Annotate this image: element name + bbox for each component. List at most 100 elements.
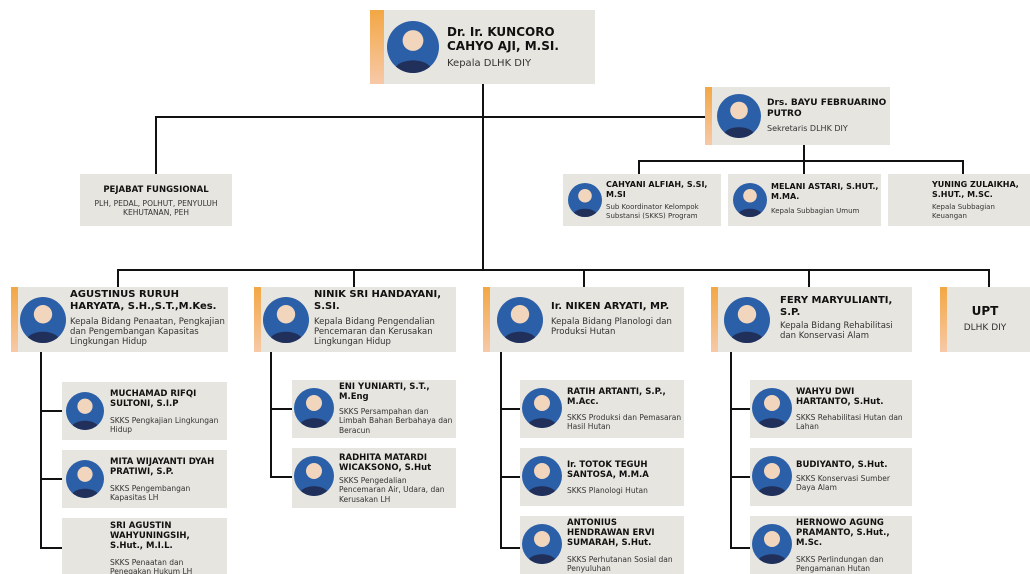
connector-line xyxy=(117,269,989,271)
staff-card: Ir. TOTOK TEGUH SANTOSA, M.M.A SKKS Plan… xyxy=(520,448,684,506)
staff-card: WAHYU DWI HARTANTO, S.Hut. SKKS Rehabili… xyxy=(750,380,912,438)
staff-card: RADHITA MATARDI WICAKSONO, S.Hut SKKS Pe… xyxy=(292,448,456,508)
connector-line xyxy=(638,160,964,162)
upt-title: UPT xyxy=(971,304,999,318)
staff-role: SKKS Planologi Hutan xyxy=(567,486,648,495)
secretary-role: Sekretaris DLHK DIY xyxy=(767,124,848,133)
connector-line xyxy=(40,547,62,549)
staff-name: MITA WIJAYANTI DYAH PRATIWI, S.P. xyxy=(110,457,215,478)
staff-role: SKKS Penaatan dan Penegakan Hukum LH xyxy=(110,558,193,574)
secretary-name: Drs. BAYU FEBRUARINO PUTRO xyxy=(767,98,887,119)
connector-line xyxy=(500,408,522,410)
staff-role: Kepala Subbagian Umum xyxy=(771,207,860,215)
person-avatar-icon xyxy=(522,524,562,564)
person-avatar-icon xyxy=(522,388,562,428)
person-avatar-icon xyxy=(752,388,792,428)
functional-card: PEJABAT FUNGSIONAL PLH, PEDAL, POLHUT, P… xyxy=(80,174,232,226)
staff-role: SKKS Pengedalian Pencemaran Air, Udara, … xyxy=(339,476,445,504)
connector-line xyxy=(40,410,62,412)
connector-line xyxy=(500,476,522,478)
staff-role: SKKS Pengembangan Kapasitas LH xyxy=(110,484,191,503)
connector-line xyxy=(730,408,752,410)
connector-line xyxy=(803,160,805,174)
staff-role: SKKS Konservasi Sumber Daya Alam xyxy=(796,474,890,493)
staff-card: MUCHAMAD RIFQI SULTONI, S.I.P SKKS Pengk… xyxy=(62,382,227,440)
staff-name: YUNING ZULAIKHA, S.HUT., M.SC. xyxy=(932,180,1019,199)
secretariat-card: CAHYANI ALFIAH, S.SI, M.SI Sub Koordinat… xyxy=(563,174,721,226)
card-accent xyxy=(11,287,18,352)
division-head-role: Kepala Bidang Planologi dan Produksi Hut… xyxy=(551,317,672,337)
connector-line xyxy=(730,547,752,549)
connector-line xyxy=(808,269,810,287)
card-accent xyxy=(940,287,947,352)
division-head-name: NINIK SRI HANDAYANI, S.SI. xyxy=(314,289,441,312)
person-avatar-icon xyxy=(263,297,309,343)
staff-name: HERNOWO AGUNG PRAMANTO, S.Hut., M.Sc. xyxy=(796,518,890,549)
connector-line xyxy=(583,269,585,287)
person-avatar-icon xyxy=(387,21,439,73)
connector-line xyxy=(988,269,990,287)
connector-line xyxy=(155,116,157,174)
connector-line xyxy=(270,408,292,410)
division-head-card: Ir. NIKEN ARYATI, MP. Kepala Bidang Plan… xyxy=(483,287,684,352)
upt-desc: DLHK DIY xyxy=(963,323,1007,333)
person-avatar-icon xyxy=(20,297,66,343)
connector-line xyxy=(270,352,272,477)
secretariat-card: MELANI ASTARI, S.HUT., M.MA. Kepala Subb… xyxy=(728,174,881,226)
staff-name: ENI YUNIARTI, S.T., M.Eng xyxy=(339,382,430,403)
connector-line xyxy=(353,269,355,287)
staff-role: SKKS Perhutanan Sosial dan Penyuluhan xyxy=(567,555,673,574)
head-card: Dr. Ir. KUNCORO CAHYO AJI, M.SI. Kepala … xyxy=(370,10,595,84)
secretary-card: Drs. BAYU FEBRUARINO PUTRO Sekretaris DL… xyxy=(705,87,890,145)
staff-role: SKKS Produksi dan Pemasaran Hasil Hutan xyxy=(567,413,682,432)
person-avatar-icon xyxy=(66,392,104,430)
connector-line xyxy=(270,476,292,478)
person-avatar-icon xyxy=(568,183,602,217)
staff-name: Ir. TOTOK TEGUH SANTOSA, M.M.A xyxy=(567,460,649,481)
person-avatar-icon xyxy=(66,460,104,498)
card-accent xyxy=(711,287,718,352)
person-avatar-icon xyxy=(294,388,334,428)
staff-role: SKKS Persampahan dan Limbah Bahan Berbah… xyxy=(339,407,453,435)
staff-card: RATIH ARTANTI, S.P., M.Acc. SKKS Produks… xyxy=(520,380,684,438)
division-head-name: AGUSTINUS RURUH HARYATA, S.H.,S.T.,M.Kes… xyxy=(70,289,217,312)
staff-role: SKKS Pengkajian Lingkungan Hidup xyxy=(110,416,219,435)
staff-role: SKKS Perlindungan dan Pengamanan Hutan xyxy=(796,555,884,574)
division-head-role: Kepala Bidang Penaatan, Pengkajian dan P… xyxy=(70,317,225,347)
connector-line xyxy=(117,269,119,287)
connector-line xyxy=(155,116,705,118)
staff-name: CAHYANI ALFIAH, S.SI, M.SI xyxy=(606,180,708,199)
staff-role: Kepala Subbagian Keuangan xyxy=(932,203,995,220)
secretariat-card: YUNING ZULAIKHA, S.HUT., M.SC. Kepala Su… xyxy=(888,174,1030,226)
staff-name: SRI AGUSTIN WAHYUNINGSIH, S.Hut., M.I.L. xyxy=(110,521,190,552)
staff-name: MELANI ASTARI, S.HUT., M.MA. xyxy=(771,182,879,201)
staff-card: MITA WIJAYANTI DYAH PRATIWI, S.P. SKKS P… xyxy=(62,450,227,508)
staff-role: SKKS Rehabilitasi Hutan dan Lahan xyxy=(796,413,903,432)
division-head-name: Ir. NIKEN ARYATI, MP. xyxy=(551,301,670,312)
staff-card: HERNOWO AGUNG PRAMANTO, S.Hut., M.Sc. SK… xyxy=(750,516,912,574)
card-accent xyxy=(254,287,261,352)
staff-name: MUCHAMAD RIFQI SULTONI, S.I.P xyxy=(110,389,197,410)
person-avatar-icon xyxy=(724,297,770,343)
head-name: Dr. Ir. KUNCORO CAHYO AJI, M.SI. xyxy=(447,25,559,54)
connector-line xyxy=(962,160,964,174)
connector-line xyxy=(500,547,522,549)
staff-card: BUDIYANTO, S.Hut. SKKS Konservasi Sumber… xyxy=(750,448,912,506)
connector-line xyxy=(730,476,752,478)
person-avatar-icon xyxy=(717,94,761,138)
person-avatar-icon xyxy=(497,297,543,343)
card-accent xyxy=(705,87,712,145)
person-avatar-icon xyxy=(522,456,562,496)
card-accent xyxy=(370,10,384,84)
person-avatar-icon xyxy=(733,183,767,217)
division-head-name: FERY MARYULIANTI, S.P. xyxy=(780,295,893,318)
staff-card: SRI AGUSTIN WAHYUNINGSIH, S.Hut., M.I.L.… xyxy=(62,518,227,574)
division-head-role: Kepala Bidang Rehabilitasi dan Konservas… xyxy=(780,321,893,341)
staff-name: RATIH ARTANTI, S.P., M.Acc. xyxy=(567,387,666,408)
card-accent xyxy=(483,287,490,352)
division-head-card: NINIK SRI HANDAYANI, S.SI. Kepala Bidang… xyxy=(254,287,456,352)
person-avatar-icon xyxy=(294,456,334,496)
connector-line xyxy=(40,352,42,548)
connector-line xyxy=(500,352,502,548)
connector-line xyxy=(40,478,62,480)
